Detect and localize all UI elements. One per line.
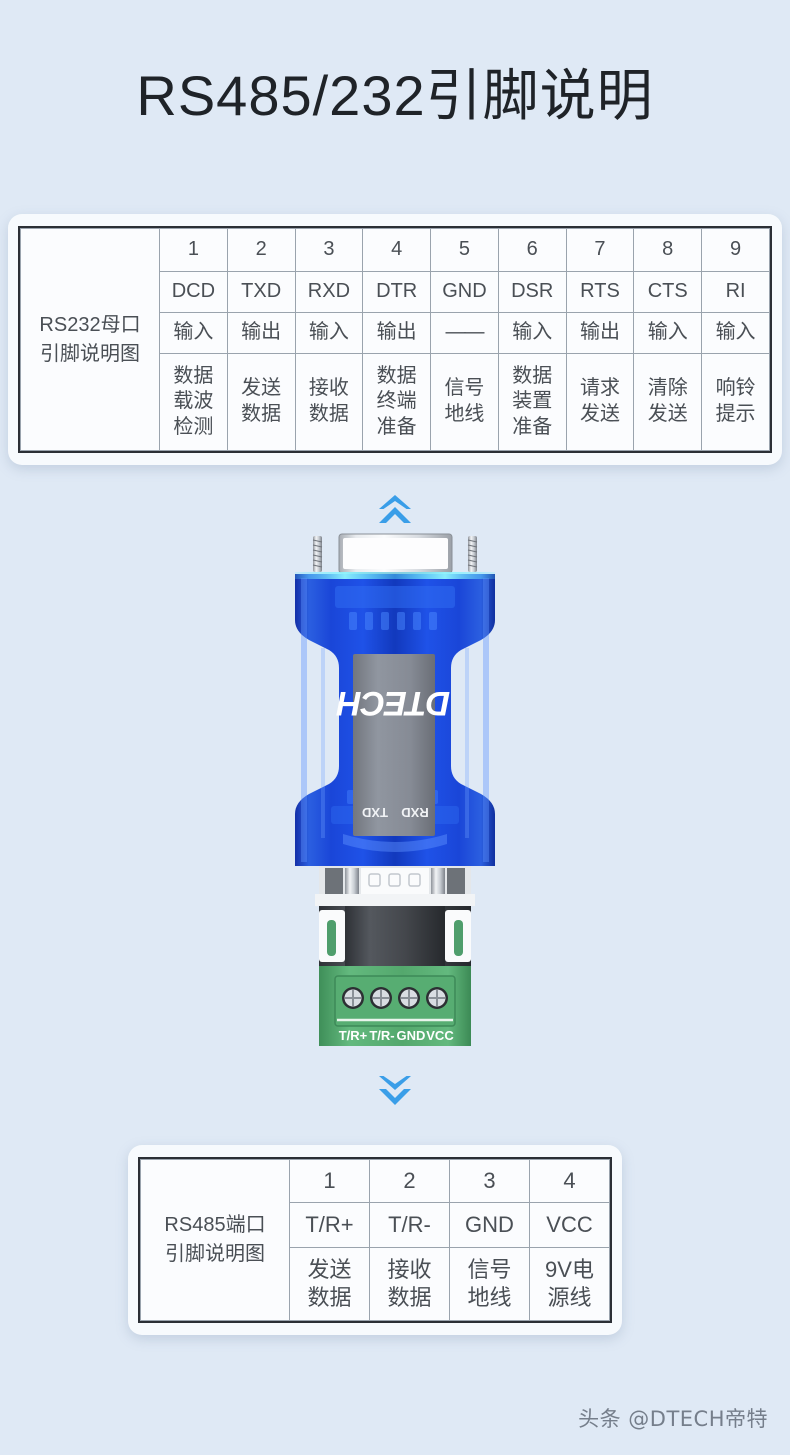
signal-direction: 输出 (565, 312, 635, 354)
terminal-screws (342, 987, 448, 1009)
signal-description: 数据装置准备 (497, 353, 567, 451)
pin-number: 2 (226, 228, 296, 272)
signal-description: 接收数据 (369, 1247, 450, 1321)
pin-number: 1 (159, 228, 228, 272)
latch-left (319, 910, 345, 962)
signal-name: DSR (497, 271, 567, 313)
pin-number: 1 (289, 1159, 370, 1203)
signal-name: GND (430, 271, 499, 313)
signal-description: 响铃提示 (701, 353, 770, 451)
screw-post-left (312, 536, 323, 572)
pin-number: 4 (362, 228, 432, 272)
signal-direction: 输出 (226, 312, 296, 354)
txd-led-label: TXD (362, 805, 388, 820)
rs485-row-label: RS485端口 引脚说明图 (140, 1159, 290, 1321)
signal-name: RI (701, 271, 770, 313)
pin-number: 6 (497, 228, 567, 272)
signal-direction: 输入 (633, 312, 703, 354)
rs232-row-label-line2: 引脚说明图 (40, 342, 140, 365)
signal-direction: 输出 (362, 312, 432, 354)
signal-name: DCD (159, 271, 228, 313)
signal-name: T/R- (369, 1202, 450, 1248)
signal-name: DTR (362, 271, 432, 313)
rs485-terminal-adapter: T/R+ T/R- GND VCC (315, 866, 475, 1046)
table-row-signal-names: DCD TXD RXD DTR GND DSR RTS CTS RI (21, 271, 770, 313)
device-label: DTECH TXD RXD (336, 654, 451, 836)
rs485-row-label-line2: 引脚说明图 (165, 1243, 265, 1265)
watermark-attribution: 头条 @DTECH帝特 (578, 1407, 768, 1431)
rs232-to-rs485-converter-image: DTECH TXD RXD (285, 528, 505, 1056)
pin-number: 4 (529, 1159, 610, 1203)
signal-name: RXD (294, 271, 364, 313)
pin-number: 7 (565, 228, 635, 272)
signal-name: RTS (565, 271, 635, 313)
terminal-label-gnd: GND (397, 1028, 426, 1043)
signal-name: TXD (226, 271, 296, 313)
signal-name: CTS (633, 271, 703, 313)
signal-description: 数据载波检测 (159, 353, 228, 451)
signal-direction: 输入 (159, 312, 228, 354)
signal-description: 信号地线 (430, 353, 499, 451)
signal-description: 请求发送 (565, 353, 635, 451)
table-row-descriptions: 数据载波检测 发送数据 接收数据 数据终端准备 信号地线 数据装置准备 请求发送… (21, 353, 770, 451)
rs232-row-label: RS232母口 引脚说明图 (20, 228, 160, 451)
signal-description: 9V电源线 (529, 1247, 610, 1321)
rs232-pin-table: RS232母口 引脚说明图 1 2 3 4 5 6 7 8 9 DCD TXD … (18, 226, 772, 453)
signal-direction: 输入 (701, 312, 770, 354)
pin-number: 2 (369, 1159, 450, 1203)
table-row-directions: 输入 输出 输入 输出 —— 输入 输出 输入 输入 (21, 312, 770, 354)
blue-housing: DTECH TXD RXD (295, 572, 495, 866)
chevron-double-down-icon (373, 1072, 417, 1108)
dtech-brand-logo: DTECH (336, 684, 451, 722)
rs485-row-label-line1: RS485端口 (164, 1214, 266, 1236)
pin-number: 3 (294, 228, 364, 272)
signal-description: 发送数据 (226, 353, 296, 451)
signal-description: 清除发送 (633, 353, 703, 451)
signal-direction: 输入 (497, 312, 567, 354)
pin-number: 9 (701, 228, 770, 272)
pin-number: 3 (449, 1159, 530, 1203)
table-row-pin-numbers: RS232母口 引脚说明图 1 2 3 4 5 6 7 8 9 (20, 228, 770, 451)
table-row-pin-numbers: RS485端口 引脚说明图 1 2 3 4 (140, 1159, 610, 1321)
rs232-row-label-line1: RS232母口 (39, 313, 141, 336)
table-row-descriptions: 发送数据 接收数据 信号地线 9V电源线 (141, 1247, 610, 1321)
rs485-pin-table: RS485端口 引脚说明图 1 2 3 4 T/R+ T/R- GND VCC … (138, 1157, 612, 1323)
page-title: RS485/232引脚说明 (136, 64, 654, 127)
signal-description: 数据终端准备 (362, 353, 432, 451)
terminal-label-tr-minus: T/R- (369, 1028, 394, 1043)
table-row-signal-names: T/R+ T/R- GND VCC (141, 1202, 610, 1248)
db9-female-connector (312, 533, 478, 574)
pin-number: 8 (633, 228, 703, 272)
rs485-table-card: RS485端口 引脚说明图 1 2 3 4 T/R+ T/R- GND VCC … (128, 1145, 622, 1335)
signal-description: 接收数据 (294, 353, 364, 451)
rs232-table-card: RS232母口 引脚说明图 1 2 3 4 5 6 7 8 9 DCD TXD … (8, 214, 782, 465)
signal-direction: 输入 (294, 312, 364, 354)
terminal-label-vcc: VCC (426, 1028, 454, 1043)
rxd-led-label: RXD (401, 805, 428, 820)
signal-direction: —— (430, 312, 499, 354)
screw-post-right (467, 536, 478, 572)
signal-name: VCC (529, 1202, 610, 1248)
signal-description: 发送数据 (289, 1247, 370, 1321)
pin-number: 5 (430, 228, 499, 272)
signal-description: 信号地线 (449, 1247, 530, 1321)
signal-name: T/R+ (289, 1202, 370, 1248)
terminal-label-tr-plus: T/R+ (339, 1028, 368, 1043)
latch-right (445, 910, 471, 962)
chevron-double-up-icon (373, 492, 417, 528)
signal-name: GND (449, 1202, 530, 1248)
